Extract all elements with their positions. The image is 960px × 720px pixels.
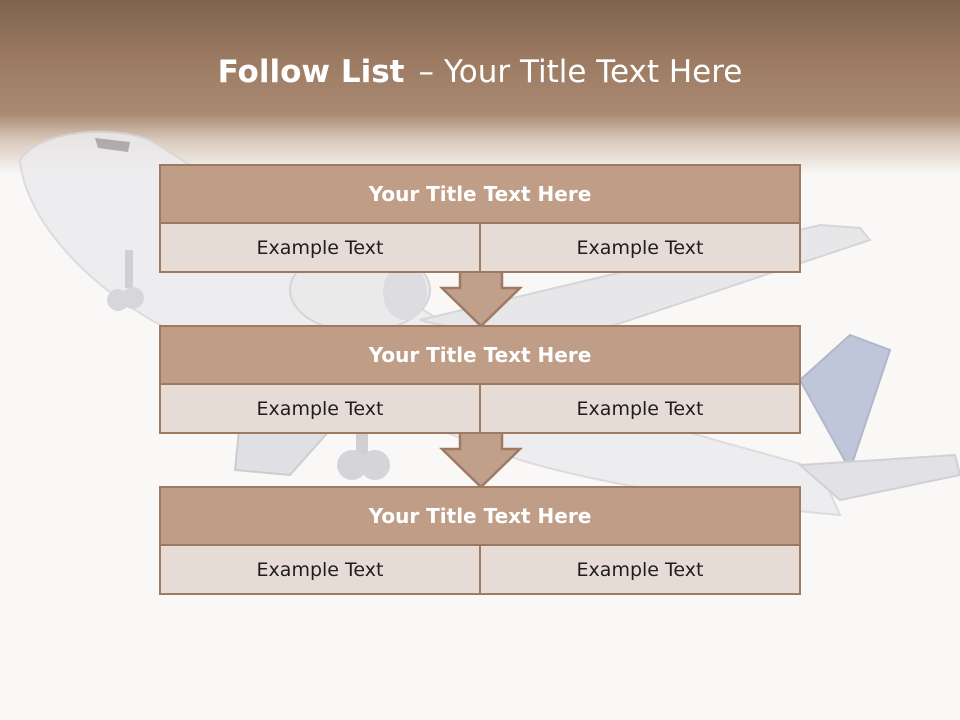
box-row: Example Text Example Text <box>161 546 799 593</box>
title-bold: Follow List <box>217 54 405 90</box>
box-title: Your Title Text Here <box>161 488 799 546</box>
down-arrow-2 <box>438 429 524 489</box>
list-box-3: Your Title Text Here Example Text Exampl… <box>159 486 801 595</box>
box-title: Your Title Text Here <box>161 166 799 224</box>
box-cell-left: Example Text <box>256 236 384 259</box>
title-separator: – <box>418 54 434 90</box>
box-row: Example Text Example Text <box>161 224 799 271</box>
box-row: Example Text Example Text <box>161 385 799 432</box>
slide-title: Follow List–Your Title Text Here <box>0 54 960 90</box>
box-cell-right: Example Text <box>479 546 799 593</box>
box-cell-left: Example Text <box>256 558 384 581</box>
list-box-2: Your Title Text Here Example Text Exampl… <box>159 325 801 434</box>
down-arrow-1 <box>438 268 524 328</box>
box-cell-right: Example Text <box>479 224 799 271</box>
box-cell-right: Example Text <box>479 385 799 432</box>
list-box-1: Your Title Text Here Example Text Exampl… <box>159 164 801 273</box>
box-cell-left: Example Text <box>256 397 384 420</box>
box-title: Your Title Text Here <box>161 327 799 385</box>
title-rest: Your Title Text Here <box>443 54 743 90</box>
